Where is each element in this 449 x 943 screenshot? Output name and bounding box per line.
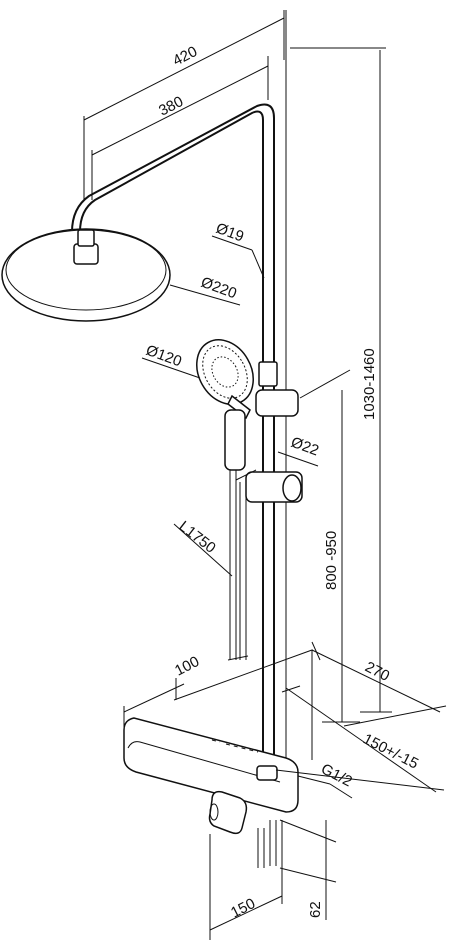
hand-shower [196,339,299,471]
bar-dia-label-group: Ø22 [277,434,321,467]
rain-shower-head [1,228,171,322]
dimension-150: 150 [209,820,283,940]
head-dia-label: Ø220 [199,274,239,303]
thermostat-body [123,649,313,813]
dim-380-label: 380 [156,93,186,120]
hose-len-label-group: L1750 [173,518,233,577]
riser-pipe [258,10,287,770]
dimension-380: 380 [91,56,269,200]
dimension-270: 270 [311,641,447,727]
dim-100-label: 100 [172,653,202,680]
thread-label: G1/2 [318,760,355,790]
pipe-dia-label: Ø19 [214,220,246,246]
water-inlets [227,652,277,868]
thermostat-knob [208,790,248,835]
hand-dia-label-group: Ø120 [141,342,201,379]
hose [229,470,247,660]
hose-len-label: L1750 [176,518,219,557]
slider-range-label: 800 -950 [323,531,340,590]
dimension-height-range: 1030-1460 [290,47,392,713]
pipe-dia-label-group: Ø19 [211,220,265,279]
dimension-slider-range: 800 -950 [299,369,360,723]
bar-dia-label: Ø22 [289,434,321,460]
center-dist-label: 150+/-15 [360,730,421,772]
dimension-62: 62 [279,819,337,920]
thread-label-group: G1/2 [297,760,355,799]
dim-150-label: 150 [228,895,258,922]
height-range-label: 1030-1460 [361,348,378,420]
dim-270-label: 270 [362,658,392,685]
head-dia-label-group: Ø220 [169,274,241,306]
shower-arm [71,103,275,365]
dim-420-label: 420 [170,43,200,70]
dim-62-label: 62 [307,901,324,918]
